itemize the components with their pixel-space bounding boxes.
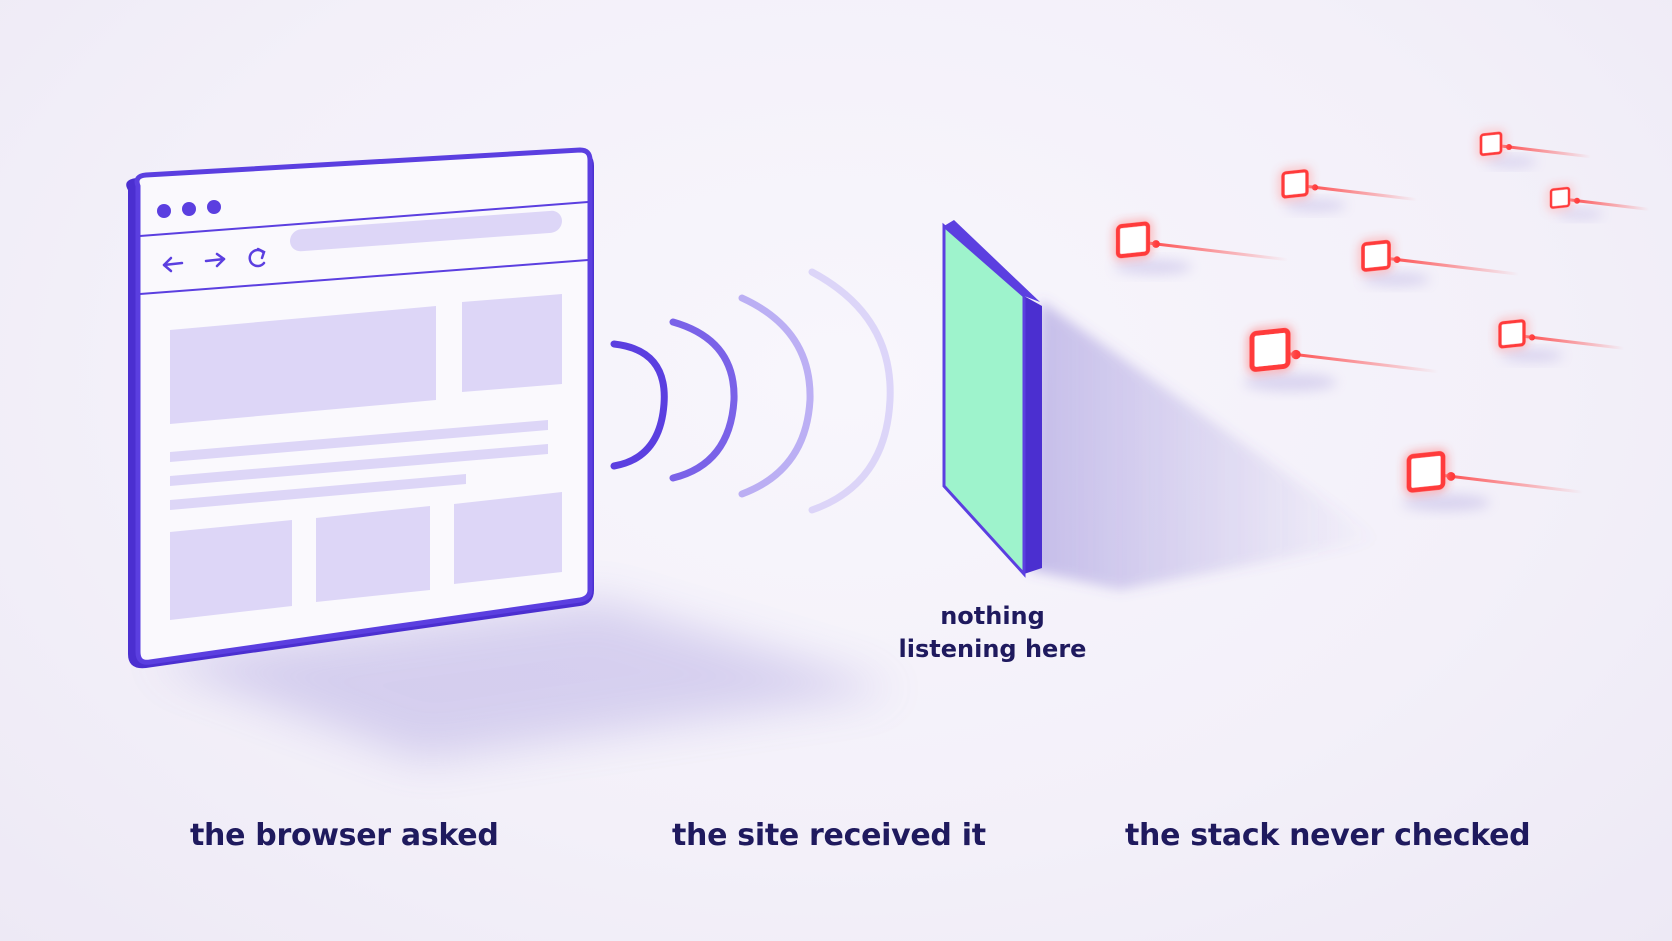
node-dot — [1311, 184, 1319, 191]
content-line — [170, 420, 548, 462]
node-trail — [1523, 334, 1625, 350]
node-dot — [1393, 256, 1401, 263]
node-trail — [1287, 352, 1439, 374]
stack-nodes — [1114, 131, 1650, 512]
stack-node — [1281, 169, 1309, 199]
node-trail — [1442, 473, 1584, 494]
node-dot — [1506, 144, 1512, 150]
signal-wave — [610, 340, 668, 470]
stack-node — [1498, 319, 1526, 349]
window-dot-icon — [182, 202, 196, 216]
wall-note-line-2: listening here — [898, 635, 1087, 663]
window-dot-icon — [157, 204, 171, 218]
arrow-right-icon — [204, 252, 226, 268]
stack-node — [1361, 239, 1391, 272]
wall-shadow — [1030, 300, 1380, 590]
node-trail — [1306, 184, 1418, 202]
signal-wave — [738, 294, 814, 498]
node-shadow — [1362, 272, 1430, 286]
signal-waves — [610, 268, 894, 514]
content-block-side — [462, 294, 562, 392]
node-shadow — [1283, 199, 1347, 212]
node-trail — [1568, 198, 1650, 211]
stack-node — [1115, 221, 1151, 259]
node-dot — [1574, 197, 1580, 204]
arrow-left-icon — [162, 256, 184, 273]
node-trail — [1388, 257, 1520, 276]
content-card — [170, 520, 292, 620]
caption-stack: the stack never checked — [1125, 818, 1531, 853]
content-line — [170, 474, 466, 510]
node-trail — [1500, 144, 1592, 159]
node-shadow — [1500, 349, 1564, 362]
signal-wave — [669, 318, 738, 482]
stack-node — [1549, 186, 1571, 209]
caption-browser: the browser asked — [190, 818, 499, 853]
wall-note: nothing listening here — [880, 600, 1105, 666]
content-card — [454, 492, 562, 584]
node-dot — [1446, 471, 1456, 481]
browser-window — [126, 147, 594, 669]
content-block-hero — [170, 306, 436, 424]
address-bar — [290, 210, 562, 252]
node-shadow — [1114, 259, 1192, 275]
window-dot-icon — [207, 200, 221, 214]
node-shadow — [1401, 494, 1491, 512]
wall-note-line-1: nothing — [940, 602, 1045, 630]
node-shadow — [1243, 373, 1337, 392]
node-shadow — [1485, 157, 1537, 167]
signal-wave — [808, 268, 894, 514]
wall — [942, 220, 1042, 578]
node-trail — [1147, 241, 1289, 262]
content-card — [316, 506, 430, 602]
node-shadow — [1556, 209, 1604, 219]
content-line — [170, 444, 548, 486]
caption-site: the site received it — [672, 818, 986, 853]
node-dot — [1291, 349, 1301, 360]
node-dot — [1528, 334, 1536, 341]
stack-node — [1479, 131, 1503, 157]
stack-node — [1406, 451, 1446, 493]
node-dot — [1152, 240, 1160, 248]
reload-icon — [248, 247, 266, 268]
stack-node — [1249, 327, 1291, 372]
